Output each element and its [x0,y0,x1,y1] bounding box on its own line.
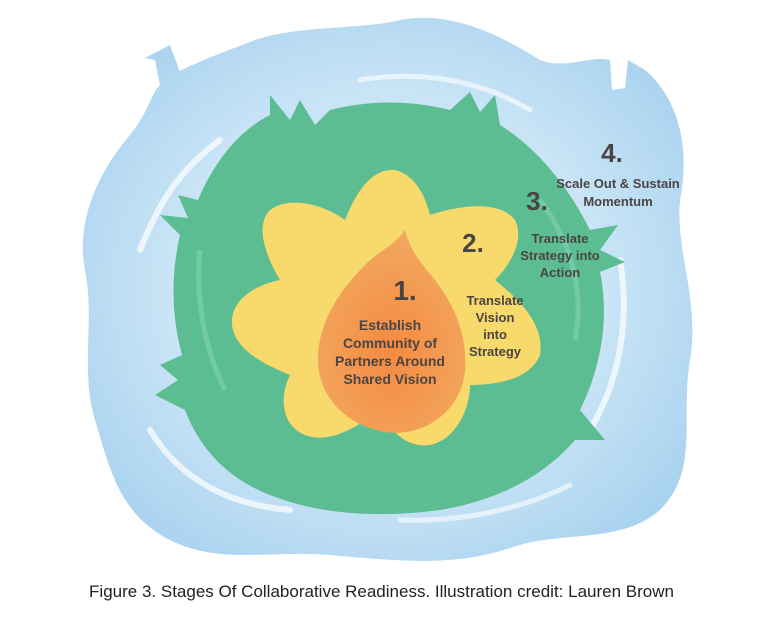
stage-3-number: 3. [526,186,548,216]
stage-2-line-3: into [483,327,507,342]
stage-1-line-4: Shared Vision [343,371,436,387]
stage-1-orange-shape [317,230,466,433]
stage-1-line-3: Partners Around [335,353,445,369]
stage-2-number: 2. [462,228,484,258]
stage-3-line-3: Action [540,265,581,280]
stage-4-line-2: Momentum [583,194,652,209]
stage-4-number: 4. [601,138,623,168]
stage-3-line-2: Strategy into [520,248,600,263]
stage-1-number: 1. [393,275,416,306]
stage-4-label: 4. Scale Out & Sustain Momentum [556,138,680,209]
stage-4-line-1: Scale Out & Sustain [556,176,680,191]
stage-2-label: 2. Translate Vision into Strategy [462,228,523,359]
stage-1-label: 1. Establish Community of Partners Aroun… [335,275,445,387]
stage-2-line-4: Strategy [469,344,522,359]
stage-1-line-1: Establish [359,317,421,333]
stage-3-line-1: Translate [531,231,588,246]
figure-caption: Figure 3. Stages Of Collaborative Readin… [89,582,674,601]
stage-2-line-1: Translate [466,293,523,308]
stage-3-label: 3. Translate Strategy into Action [520,186,600,280]
stage-1-line-2: Community of [343,335,437,351]
stage-2-line-2: Vision [476,310,515,325]
collaborative-readiness-diagram: 1. Establish Community of Partners Aroun… [82,17,693,561]
